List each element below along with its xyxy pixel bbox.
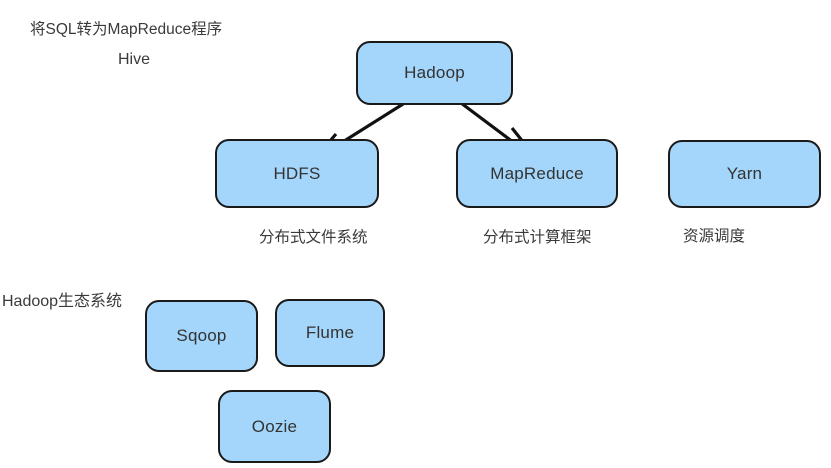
caption-yarn: 资源调度	[683, 228, 746, 245]
node-sqoop[interactable]: Sqoop	[145, 300, 258, 372]
node-mapreduce[interactable]: MapReduce	[456, 139, 618, 208]
caption-hdfs: 分布式文件系统	[259, 229, 368, 246]
node-flume[interactable]: Flume	[275, 299, 385, 367]
hive-label: Hive	[118, 51, 151, 68]
node-hdfs[interactable]: HDFS	[215, 139, 379, 208]
caption-mapreduce: 分布式计算框架	[483, 229, 592, 246]
sql-to-mapreduce-note: 将SQL转为MapReduce程序	[30, 21, 223, 38]
node-yarn[interactable]: Yarn	[668, 140, 821, 208]
node-hadoop[interactable]: Hadoop	[356, 41, 513, 105]
hadoop-ecosystem-label: Hadoop生态系统	[2, 293, 123, 310]
node-oozie[interactable]: Oozie	[218, 390, 331, 463]
